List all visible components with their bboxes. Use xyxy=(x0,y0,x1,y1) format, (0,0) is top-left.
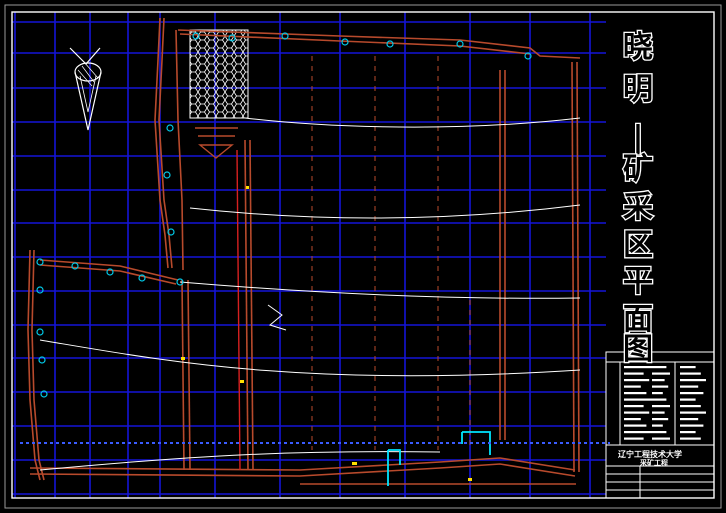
roadway-network xyxy=(27,17,581,485)
title-block-entry xyxy=(680,418,699,421)
survey-marker xyxy=(228,34,236,42)
survey-marker xyxy=(40,390,48,398)
strata-contours xyxy=(39,117,581,471)
title-block-entry xyxy=(624,411,650,414)
survey-marker xyxy=(176,278,184,286)
protective-coal-pillar xyxy=(189,29,249,119)
title-block-entry xyxy=(680,366,696,369)
title-char: 区 xyxy=(622,227,655,265)
title-block-entry xyxy=(652,431,667,434)
title-block-entry xyxy=(624,392,647,395)
survey-marker xyxy=(36,286,44,294)
survey-marker xyxy=(524,52,532,60)
survey-marker xyxy=(456,40,464,48)
station-labels xyxy=(181,186,472,481)
title-block-entry xyxy=(652,379,665,382)
title-block-entry xyxy=(624,405,644,408)
title-block xyxy=(605,351,715,499)
title-block-entry xyxy=(624,398,652,401)
title-block-entry xyxy=(624,437,644,440)
title-block-entry xyxy=(624,424,647,427)
survey-marker xyxy=(138,274,146,282)
title-block-rows xyxy=(624,366,706,440)
title-block-entry xyxy=(652,366,667,369)
survey-marker xyxy=(36,258,44,266)
title-block-entry xyxy=(680,431,696,434)
title-char: 矿 xyxy=(622,151,655,189)
title-block-entry xyxy=(680,424,704,427)
north-arrow-icon xyxy=(69,47,102,131)
title-block-entry xyxy=(624,366,652,369)
title-block-entry xyxy=(652,418,669,421)
title-block-entry xyxy=(652,411,665,414)
title-block-entry xyxy=(652,398,667,401)
down-arrow-icon xyxy=(195,127,238,159)
title-block-entry xyxy=(652,392,663,395)
title-block-entry xyxy=(680,437,701,440)
title-char: 晓 xyxy=(622,29,655,67)
title-block-entry xyxy=(652,405,670,408)
university-name: 辽宁工程技术大学 xyxy=(618,450,682,459)
title-block-entry xyxy=(624,379,650,382)
survey-marker xyxy=(38,356,46,364)
survey-marker xyxy=(71,262,79,270)
survey-markers xyxy=(36,32,532,398)
title-block-entry xyxy=(680,411,706,414)
survey-marker xyxy=(386,40,394,48)
title-block-entry xyxy=(624,372,644,375)
title-block-entry xyxy=(624,418,641,421)
title-block-entry xyxy=(652,372,670,375)
department-name: 采矿工程 xyxy=(640,459,668,467)
title-block-entry xyxy=(680,405,701,408)
inner-frame xyxy=(11,11,715,499)
survey-marker xyxy=(167,228,175,236)
title-char: | xyxy=(631,119,645,157)
coordinate-grid xyxy=(12,12,606,498)
title-block-entry xyxy=(680,398,696,401)
shaft-structures xyxy=(387,431,491,486)
survey-marker xyxy=(106,268,114,276)
survey-marker xyxy=(166,124,174,132)
title-block-entry xyxy=(680,385,699,388)
title-block-entry xyxy=(680,392,704,395)
title-char: 采 xyxy=(622,189,655,227)
survey-marker xyxy=(36,328,44,336)
title-block-entry xyxy=(624,431,652,434)
outer-frame xyxy=(4,4,722,509)
title-block-entry xyxy=(652,424,663,427)
survey-marker xyxy=(341,38,349,46)
fault-lines xyxy=(236,149,241,471)
title-char: 明 xyxy=(622,71,655,109)
title-char: 平 xyxy=(622,263,655,301)
title-block-entry xyxy=(680,372,701,375)
title-block-entry xyxy=(652,437,670,440)
survey-marker xyxy=(192,32,200,40)
title-block-entry xyxy=(680,379,706,382)
title-char: 面 xyxy=(622,301,655,339)
title-block-entry xyxy=(652,385,669,388)
title-char: 图 xyxy=(622,331,655,369)
survey-marker xyxy=(281,32,289,40)
survey-marker xyxy=(163,171,171,179)
title-block-entry xyxy=(624,385,641,388)
